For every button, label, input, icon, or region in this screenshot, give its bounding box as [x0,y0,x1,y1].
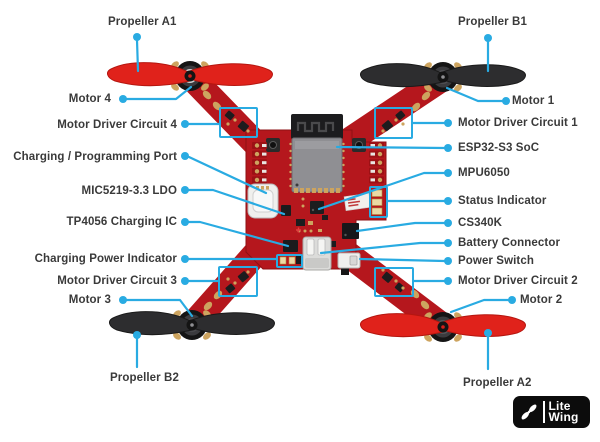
logo-text: Lite Wing [548,398,579,424]
label-charging-programming-port: Charging / Programming Port [13,151,177,163]
leader-dot-charging-power-indicator [181,255,189,263]
cs340k-chip [342,223,359,239]
leader-dot-motor-driver-circuit-2 [444,277,452,285]
motor-driver-3-components [225,270,250,294]
leader-line-motor-3 [125,298,194,318]
label-propeller-b1: Propeller B1 [458,16,527,28]
propeller-a1-part [107,62,273,87]
logo-text-line2: Wing [548,410,579,424]
arm-bottom-right [332,239,453,337]
motor-driver-4-components [224,110,250,133]
leader-line-esp32-s3-soc [335,145,446,150]
leader-line-charging-programming-port [187,155,268,195]
leader-dot-propeller-b2 [133,331,141,339]
leader-line-cs340k [355,221,446,233]
charging-indicator-leds [279,256,296,265]
motor-driver-2-components [381,268,405,293]
propeller-b1-part [360,63,526,88]
label-mic5219-ldo: MIC5219-3.3 LDO [81,185,177,197]
label-cs340k: CS340K [458,217,503,229]
mpu6050-chip [310,201,324,214]
leader-line-motor-1 [445,86,504,103]
label-motor-4: Motor 4 [68,93,111,105]
misc-components [296,197,336,264]
leader-dot-mic5219-ldo [181,186,189,194]
motor-driver-1-components [381,110,406,133]
label-motor-3: Motor 3 [68,294,111,306]
label-motor-driver-circuit-1: Motor Driver Circuit 1 [458,117,578,129]
left-header-pads [252,142,267,184]
leader-line-motor-2 [449,298,510,314]
leader-dot-power-switch [444,257,452,265]
leader-line-mpu6050 [317,171,446,211]
boot-button [266,138,280,152]
leader-dot-charging-programming-port [181,152,189,160]
arm-pads [202,90,431,311]
label-motor-driver-circuit-4: Motor Driver Circuit 4 [57,119,177,131]
leader-dot-motor-driver-circuit-3 [181,277,189,285]
annotation-box-motor-driver-4 [219,107,258,138]
label-status-indicator: Status Indicator [458,195,547,207]
label-motor-driver-circuit-3: Motor Driver Circuit 3 [57,275,177,287]
label-propeller-a2: Propeller A2 [463,377,532,389]
usb-c-port [247,183,279,219]
label-tp4056-charging-ic: TP4056 Charging IC [66,216,177,228]
esp32-module [289,114,345,193]
annotation-box-motor-driver-3 [218,266,258,297]
leader-dot-mpu6050 [444,169,452,177]
leader-dot-motor-driver-circuit-1 [444,119,452,127]
right-header-pads [369,142,384,184]
annotation-layer [119,33,516,371]
litewing-propeller-icon [521,404,537,420]
power-switch-part [337,252,361,275]
label-propeller-b2: Propeller B2 [110,372,179,384]
logo-text-line1: Lite [548,398,571,413]
status-leds [371,189,383,215]
leader-dot-motor-3 [119,296,127,304]
leader-dot-esp32-s3-soc [444,144,452,152]
leader-dot-motor-4 [119,95,127,103]
leader-dot-propeller-a1 [133,33,141,41]
leader-line-motor-4 [125,85,193,101]
annotation-box-status-indicator [369,186,388,218]
label-mpu6050: MPU6050 [458,167,510,179]
label-motor-driver-circuit-2: Motor Driver Circuit 2 [458,275,578,287]
leader-line-mic5219-ldo [187,188,286,216]
label-esp32-s3-soc: ESP32-S3 SoC [458,142,540,154]
leader-line-propeller-a1 [135,38,140,73]
reset-button [352,138,366,152]
leader-line-battery-connector [319,241,446,255]
litewing-logo: Lite Wing [513,396,590,428]
propeller-a2-part [360,313,526,338]
battery-connector-part [302,236,332,271]
leader-line-power-switch [358,257,446,263]
label-motor-2: Motor 2 [520,294,563,306]
annotation-box-charging-indicator [276,254,303,268]
leader-dot-status-indicator [444,197,452,205]
propeller-b2-part [109,311,275,336]
logo-divider [543,401,545,423]
label-battery-connector: Battery Connector [458,237,561,249]
leader-dot-cs340k [444,219,452,227]
label-charging-power-indicator: Charging Power Indicator [34,253,177,265]
leader-dot-motor-2 [508,296,516,304]
tp4056-chip [283,240,298,252]
leader-dot-propeller-a2 [484,329,492,337]
leader-dot-motor-driver-circuit-4 [181,120,189,128]
label-motor-1: Motor 1 [512,95,555,107]
label-power-switch: Power Switch [458,255,534,267]
leader-line-tp4056-charging-ic [187,220,290,248]
annotation-box-motor-driver-2 [374,267,414,297]
esp32-antenna [291,114,343,139]
label-propeller-a1: Propeller A1 [108,16,177,28]
leader-dot-propeller-b1 [484,34,492,42]
leader-dot-battery-connector [444,239,452,247]
drone-pcb [180,66,453,337]
leader-dot-tp4056-charging-ic [181,218,189,226]
leader-dot-motor-1 [502,97,510,105]
